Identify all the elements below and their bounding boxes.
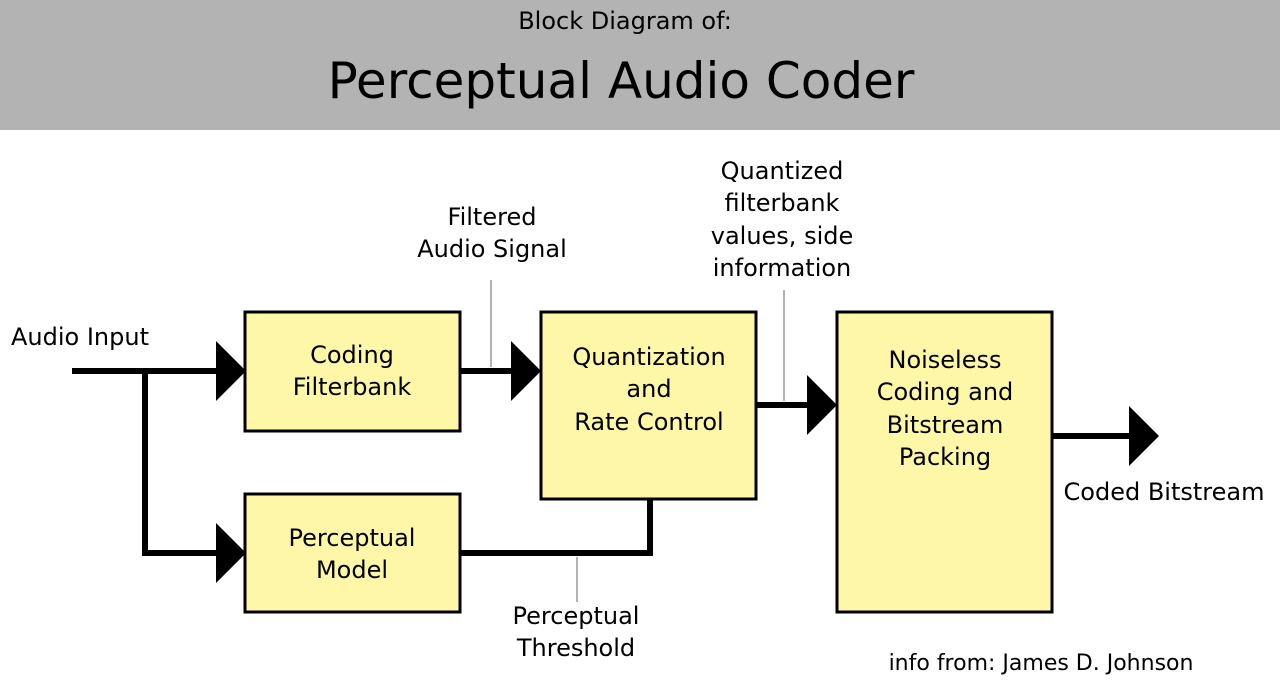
noiseless-coding-block: Noiseless Coding and Bitstream Packing bbox=[835, 310, 1054, 614]
perceptual-threshold-line-2: Threshold bbox=[516, 634, 635, 662]
diagram-title: Perceptual Audio Coder bbox=[327, 52, 915, 110]
noiseless-line-3: Bitstream bbox=[887, 411, 1004, 439]
quantization-line-3: Rate Control bbox=[574, 408, 723, 436]
perceptual-model-block: Perceptual Model bbox=[243, 492, 462, 614]
line-input-to-perceptual-model bbox=[142, 371, 220, 556]
noiseless-line-4: Packing bbox=[899, 443, 991, 471]
quantized-values-line-2: filterbank bbox=[725, 189, 840, 217]
connections bbox=[72, 368, 1132, 556]
perceptual-model-line-1: Perceptual bbox=[289, 524, 416, 552]
coding-filterbank-block: Coding Filterbank bbox=[243, 310, 462, 433]
coded-bitstream-label: Coded Bitstream bbox=[1064, 478, 1265, 506]
filtered-audio-label: Filtered Audio Signal bbox=[417, 203, 567, 263]
title-banner: Block Diagram of: Perceptual Audio Coder bbox=[0, 0, 1280, 130]
diagram-subtitle: Block Diagram of: bbox=[518, 7, 732, 35]
arrow-to-quantization bbox=[511, 341, 541, 401]
quantized-values-line-1: Quantized bbox=[721, 157, 844, 185]
noiseless-line-2: Coding and bbox=[877, 378, 1014, 406]
arrow-to-noiseless bbox=[807, 375, 837, 435]
perceptual-threshold-label: Perceptual Threshold bbox=[513, 602, 640, 662]
quantized-values-line-3: values, side bbox=[711, 222, 854, 250]
perceptual-threshold-line-1: Perceptual bbox=[513, 602, 640, 630]
perceptual-model-line-2: Model bbox=[316, 556, 388, 584]
quantized-values-line-4: information bbox=[713, 254, 852, 282]
arrowheads bbox=[216, 341, 1159, 583]
arrow-to-filterbank bbox=[216, 341, 246, 401]
arrow-to-perceptual-model bbox=[216, 523, 246, 583]
quantization-line-1: Quantization bbox=[572, 343, 725, 371]
quantization-block: Quantization and Rate Control bbox=[539, 310, 758, 501]
leader-lines bbox=[490, 280, 785, 602]
coding-filterbank-line-1: Coding bbox=[310, 341, 394, 369]
coding-filterbank-line-2: Filterbank bbox=[293, 373, 412, 401]
quantized-values-label: Quantized filterbank values, side inform… bbox=[711, 157, 854, 282]
audio-input-label: Audio Input bbox=[11, 323, 149, 351]
arrow-coded-bitstream bbox=[1129, 406, 1159, 466]
credit-text: info from: James D. Johnson bbox=[889, 651, 1194, 676]
line-model-to-quantization bbox=[460, 499, 653, 556]
filtered-audio-line-2: Audio Signal bbox=[417, 235, 567, 263]
noiseless-line-1: Noiseless bbox=[888, 346, 1001, 374]
filtered-audio-line-1: Filtered bbox=[448, 203, 537, 231]
quantization-line-2: and bbox=[626, 375, 671, 403]
